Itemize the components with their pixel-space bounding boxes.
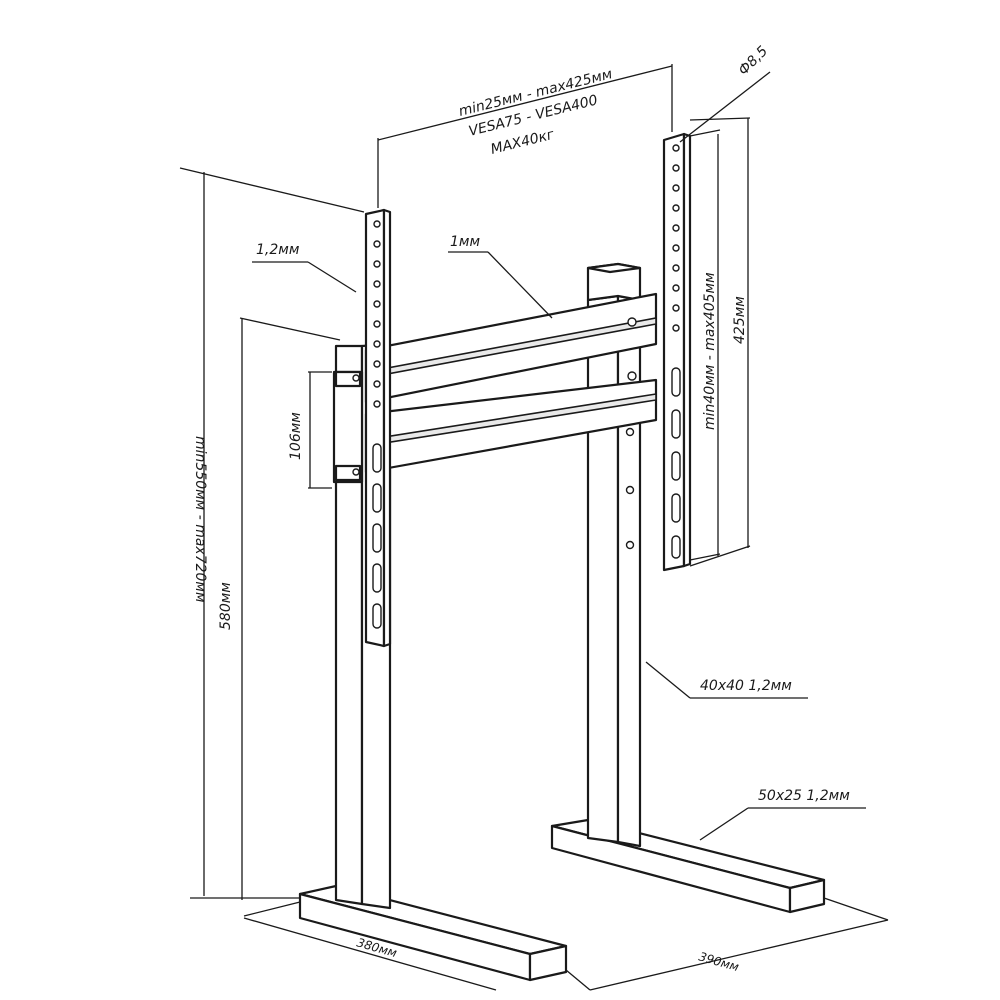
right-column-holes: [625, 427, 635, 550]
plate-thickness-label: 1,2мм: [256, 242, 300, 258]
column-profile-label: 40x40 1,2мм: [700, 678, 792, 694]
dimension-lines: [179, 64, 889, 991]
foot-profile-label: 50x25 1,2мм: [758, 788, 850, 804]
left-plate-holes: [372, 220, 382, 629]
labels: min25мм - max425мм VESA75 - VESA400 MAX4…: [192, 43, 850, 974]
bar-thickness-label: 1мм: [450, 234, 480, 250]
leader-lines: [252, 251, 866, 841]
hole-diameter-label: Ф8,5: [736, 43, 772, 79]
vertical-total-label: 425мм: [732, 296, 748, 344]
left-height-clamp: [332, 370, 364, 484]
left-vesa-plate: [364, 208, 392, 648]
vertical-range-label: min40мм - max405мм: [702, 272, 718, 430]
cross-bar: [364, 292, 658, 474]
right-vesa-plate: [662, 132, 692, 572]
right-plate-holes: [671, 144, 681, 559]
bracket-height-label: 106мм: [288, 412, 304, 460]
column-height-label: 580мм: [218, 582, 234, 630]
base-width-label: 390мм: [697, 949, 740, 974]
stand-height-label: min550мм - max720мм: [192, 436, 208, 603]
